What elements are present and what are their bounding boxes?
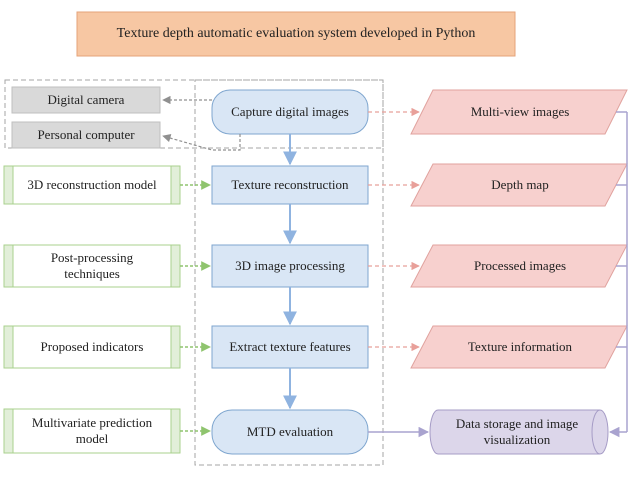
proc3d-box	[211, 244, 369, 288]
indicators-label: Proposed indicators	[40, 339, 144, 354]
processed-label: Processed images	[473, 258, 567, 273]
indicators-box	[3, 325, 181, 369]
processed-shape	[410, 244, 628, 288]
depthmap-label: Depth map	[491, 177, 549, 192]
predmodel-box	[3, 408, 181, 454]
multiview-label: Multi-view images	[470, 104, 570, 119]
proc3d-label: 3D image processing	[235, 258, 345, 273]
process-dashed-group	[194, 79, 384, 466]
predmodel-label: Multivariate prediction model	[31, 415, 153, 446]
texinfo-label: Texture information	[467, 339, 573, 354]
arrow-capture-computer	[162, 134, 241, 151]
mtd-label: MTD evaluation	[246, 424, 334, 439]
title-label: Texture depth automatic evaluation syste…	[116, 26, 476, 41]
computer-box	[11, 121, 161, 149]
extract-box	[211, 325, 369, 369]
computer-label: Personal computer	[37, 127, 135, 142]
multiview-shape	[410, 89, 628, 135]
hardware-dashed-group	[4, 79, 384, 149]
camera-box	[11, 86, 161, 114]
storage-label: Data storage and image visualization	[455, 416, 579, 447]
depthmap-shape	[410, 163, 628, 207]
title-box	[76, 11, 516, 57]
camera-label: Digital camera	[47, 92, 125, 107]
texinfo-shape	[410, 325, 628, 369]
extract-label: Extract texture features	[229, 339, 351, 354]
postproc-box	[3, 244, 181, 288]
postproc-label: Post-processing techniques	[50, 250, 134, 281]
recon-model-label: 3D reconstruction model	[27, 177, 157, 192]
recon-model-box	[3, 165, 181, 205]
storage-cylinder	[429, 409, 609, 455]
recon-label: Texture reconstruction	[231, 177, 349, 192]
recon-box	[211, 165, 369, 205]
capture-label: Capture digital images	[231, 104, 349, 119]
